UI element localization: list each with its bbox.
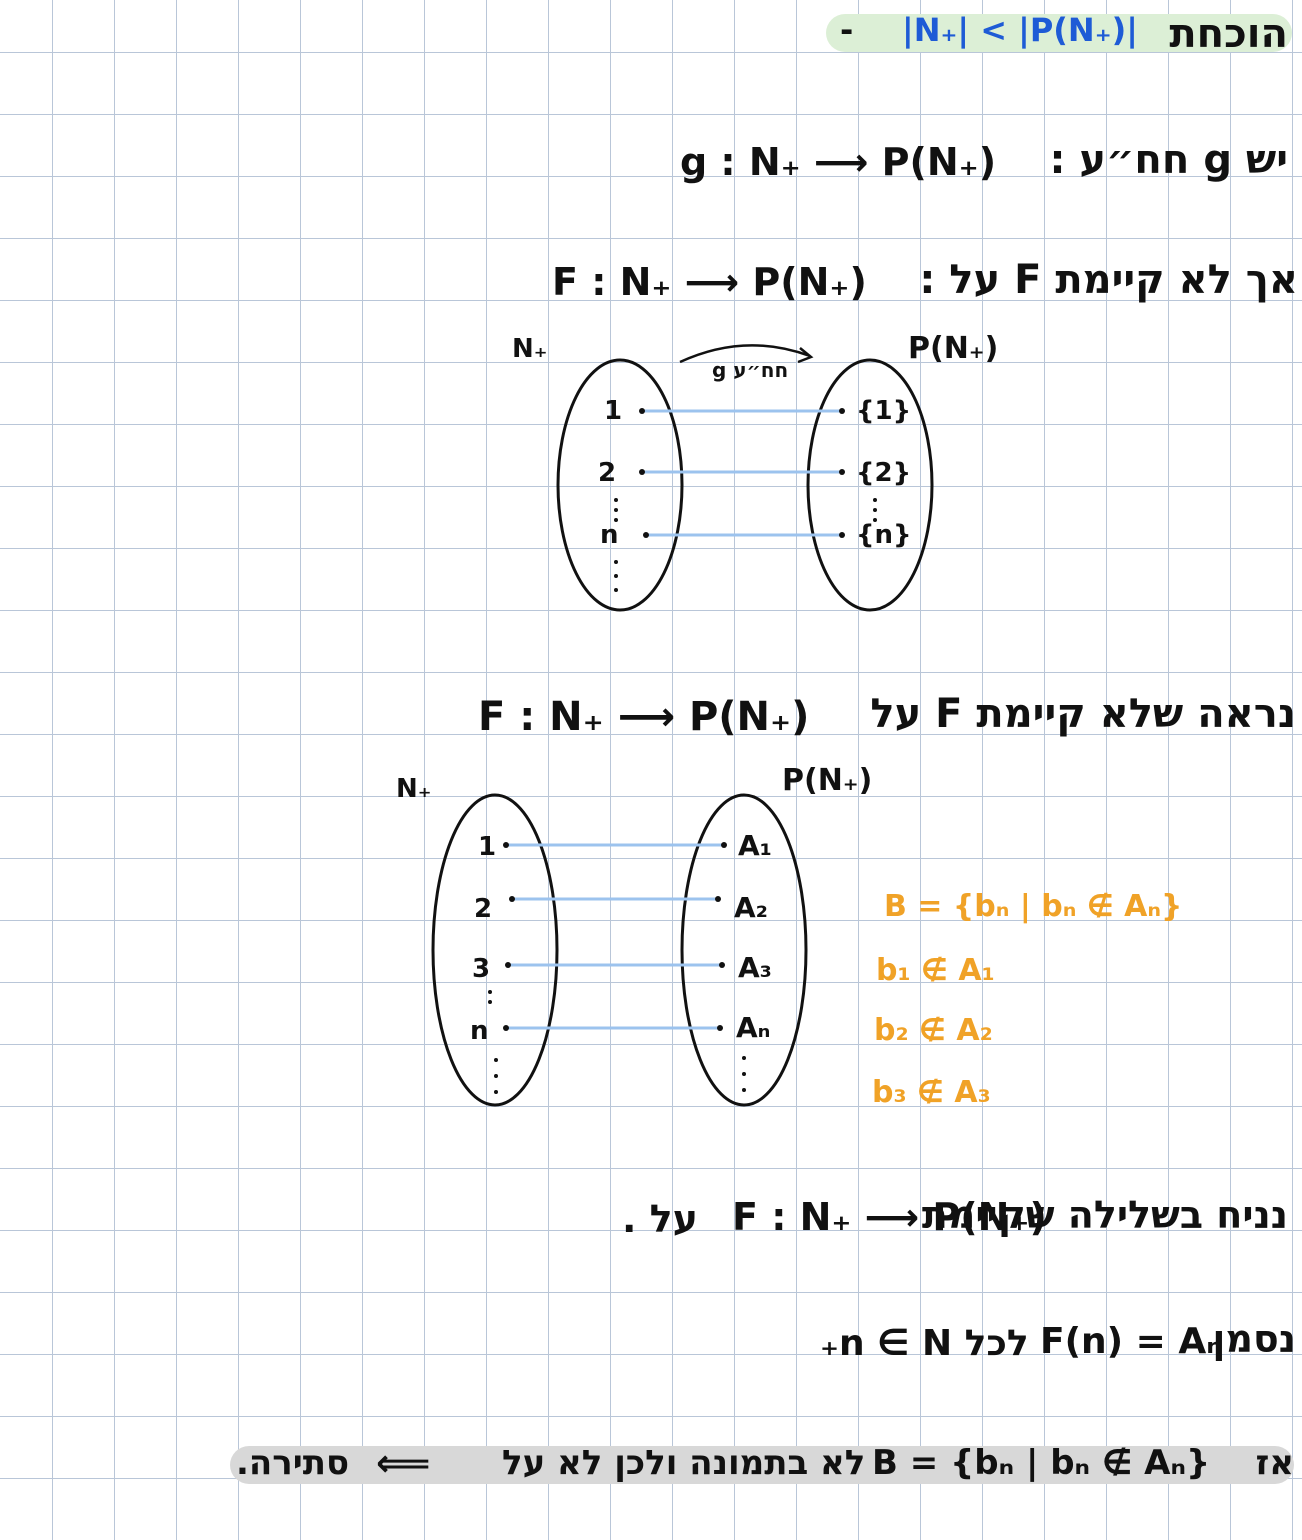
- conclusion-text: סתירה.: [236, 1443, 350, 1483]
- diagram1-right-dot: [839, 408, 845, 414]
- line4-suffix: על .: [622, 1197, 698, 1241]
- diagram2-right-item: Aₙ: [736, 1011, 771, 1044]
- diagram2-right-ellipsis: [742, 1056, 746, 1092]
- diagram1-left-item: 1: [604, 396, 623, 426]
- diagram1-left-item: 2: [598, 458, 617, 488]
- diagram2-left-item: n: [470, 1016, 489, 1046]
- header-statement: |N₊| < |P(N₊)|: [902, 11, 1138, 49]
- diagram1-left-ellipsis: [614, 498, 618, 592]
- diagram1-left-dot: [643, 532, 649, 538]
- diagram1-right-ellipsis: [873, 498, 877, 522]
- line2-text: אך לא קיימת F על :: [919, 257, 1298, 303]
- diagram1-left-dot: [639, 469, 645, 475]
- diagram2-right-item: A₂: [734, 891, 768, 924]
- diagram2-right-label: P(N₊): [782, 763, 873, 798]
- diagram2-left-item: 2: [474, 894, 493, 924]
- line4-text: נניח בשלילה שקיימת: [921, 1193, 1288, 1237]
- diagram1-left-dot: [639, 408, 645, 414]
- diagram2-right-dot: [715, 896, 721, 902]
- page-title: הוכחת: [1169, 11, 1288, 57]
- line6-formula: B = {bₙ | bₙ ∉ Aₙ}: [872, 1443, 1211, 1483]
- diagram1-right-item: {1}: [856, 396, 912, 426]
- diagram2-left-label: N₊: [396, 774, 432, 804]
- diagram1-arrowhead: [797, 347, 814, 364]
- diagram1-right-label: P(N₊): [908, 331, 999, 366]
- diagram2-left-dot: [503, 1025, 509, 1031]
- header-dash: -: [840, 11, 854, 49]
- diagram2-right-dot: [719, 962, 725, 968]
- conclusion-highlight: [230, 1446, 1294, 1484]
- line1-formula: g : N₊ ⟶ P(N₊): [680, 140, 997, 184]
- orange-note-b3: b₃ ∉ A₃: [872, 1075, 991, 1110]
- line1-text: יש g חח״ע :: [1049, 137, 1288, 183]
- diagram2-right-item: A₁: [738, 829, 772, 862]
- diagram1-right-dot: [839, 532, 845, 538]
- diagram2-left-item: 3: [472, 954, 491, 984]
- diagram1-left-label: N₊: [512, 334, 548, 364]
- diagram2-right-dot: [717, 1025, 723, 1031]
- line6-prefix: אז: [1255, 1443, 1294, 1483]
- diagram1-right-item: {n}: [856, 520, 912, 550]
- diagram1-right-item: {2}: [856, 458, 912, 488]
- diagram2-right-dot: [721, 842, 727, 848]
- diagram2-right-ellipse: [680, 793, 808, 1107]
- diagram2-left-ellipsis: [488, 990, 498, 1094]
- diagram1-right-dot: [839, 469, 845, 475]
- diagram1-right-ellipse: [806, 358, 934, 612]
- orange-set-definition: B = {bₙ | bₙ ∉ Aₙ}: [884, 889, 1183, 924]
- diagram1-mapping-arrow: [679, 344, 811, 364]
- diagram2-left-ellipse: [431, 793, 559, 1107]
- diagram1-left-ellipse: [556, 358, 684, 612]
- diagram2-left-dot: [503, 842, 509, 848]
- line4-formula: F : N₊ ⟶ P(N₊): [732, 1195, 1047, 1239]
- line2-formula: F : N₊ ⟶ P(N₊): [552, 260, 867, 304]
- title-highlight: [826, 14, 1292, 52]
- implies-arrow: ⟸: [376, 1441, 431, 1485]
- diagram2-left-item: 1: [478, 832, 497, 862]
- diagram1-left-item: n: [600, 520, 619, 550]
- line3-formula: F : N₊ ⟶ P(N₊): [478, 694, 810, 740]
- line5-text: נסמן: [1212, 1317, 1296, 1361]
- diagram2-left-dot: [509, 896, 515, 902]
- diagram2-left-dot: [505, 962, 511, 968]
- diagram2-right-item: A₃: [738, 951, 772, 984]
- line5-formula: F(n) = Aₙ: [1040, 1321, 1223, 1362]
- diagram1-arrow-label: g חח״ע: [712, 358, 789, 382]
- orange-note-b1: b₁ ∉ A₁: [876, 953, 995, 988]
- line6-text: לא בתמונה ולכן לא על: [502, 1443, 866, 1483]
- orange-note-b2: b₂ ∉ A₂: [874, 1013, 993, 1048]
- line5-suffix: לכל n ∈ N₊: [820, 1323, 1029, 1364]
- line3-text: נראה שלא קיימת F על: [870, 691, 1296, 737]
